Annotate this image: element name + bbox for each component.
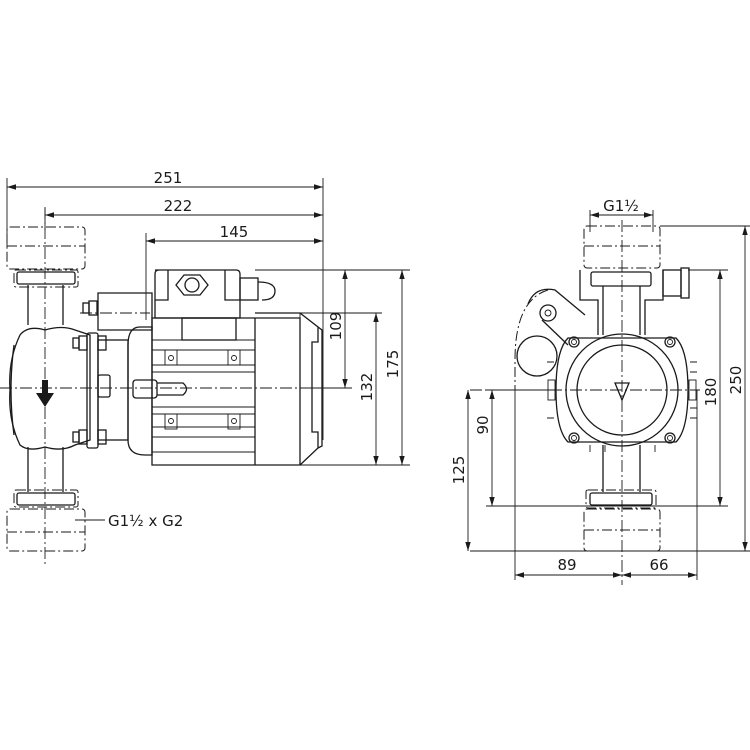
dim-vertical-group: 109 132 175 xyxy=(255,269,410,466)
dim-overall-length: 251 xyxy=(6,169,324,440)
pump-flange xyxy=(72,300,150,449)
connection-size-label: G1½ x G2 xyxy=(108,512,183,530)
dim-180-label: 180 xyxy=(702,378,720,407)
dim-109-label: 109 xyxy=(327,312,345,341)
dim-132-label: 132 xyxy=(358,373,376,402)
bottom-coupling-phantom xyxy=(6,489,86,552)
top-coupling-phantom xyxy=(6,226,86,288)
dim-axis-to-motor-end: 222 xyxy=(44,197,323,230)
dim-motor-length: 145 xyxy=(145,223,323,320)
dim-222-label: 222 xyxy=(164,197,193,215)
dim-175-label: 175 xyxy=(384,350,402,379)
dim-thread-size: G1½ xyxy=(589,197,654,232)
dim-250-label: 250 xyxy=(727,366,745,395)
flow-direction-arrow-icon xyxy=(36,380,54,407)
dim-90-label: 90 xyxy=(474,415,492,434)
rotation-triangle-icon xyxy=(614,382,630,402)
dim-251-label: 251 xyxy=(154,169,183,187)
dim-125-label: 125 xyxy=(450,456,468,485)
thread-size-label: G1½ xyxy=(603,197,639,215)
terminal-box xyxy=(154,269,276,341)
pump-head xyxy=(547,333,697,452)
side-view: 251 222 145 109 132 175 xyxy=(0,169,410,565)
motor-body xyxy=(151,312,323,466)
dim-145-label: 145 xyxy=(220,223,249,241)
front-view: G1½ xyxy=(450,197,750,585)
dim-66-label: 66 xyxy=(649,556,668,574)
dim-89-label: 89 xyxy=(557,556,576,574)
